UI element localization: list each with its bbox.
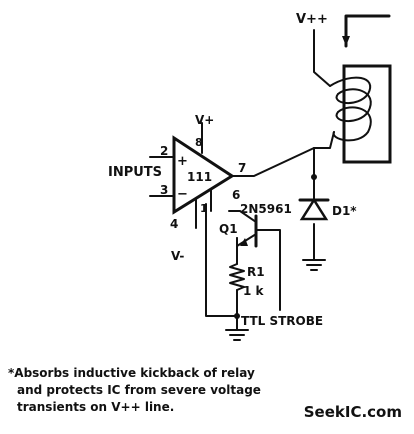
- relay-coil: [313, 29, 392, 164]
- vminus-label: V-: [171, 249, 184, 263]
- plus-sign: +: [177, 154, 188, 169]
- resistor-r1: [229, 263, 245, 291]
- diode-ref-label: D1*: [332, 204, 357, 218]
- watermark: SeekIC.com: [303, 403, 402, 421]
- ic-number-label: 111: [187, 170, 212, 184]
- footnote-line: and protects IC from severe voltage: [17, 383, 261, 397]
- pin-1-label: 1: [200, 202, 208, 215]
- pin-2-label: 2: [160, 144, 168, 158]
- pin-7-label: 7: [238, 161, 246, 175]
- transistor-ref-label: Q1: [219, 222, 238, 236]
- ttl-strobe-label: TTL STROBE: [241, 314, 323, 328]
- diode-d1: [298, 176, 330, 221]
- relay-contact: [342, 14, 391, 48]
- vplus-label: V+: [195, 113, 214, 127]
- transistor-part-label: 2N5961: [240, 202, 292, 216]
- footnote-line: *Absorbs inductive kickback of relay: [8, 366, 255, 380]
- pin-3-label: 3: [160, 183, 168, 197]
- vpp-label: V++: [296, 12, 328, 27]
- pin-6-label: 6: [232, 188, 240, 202]
- resistor-value-label: 1 k: [243, 284, 265, 298]
- ground-symbol: [225, 317, 249, 341]
- pin-4-label: 4: [170, 217, 178, 231]
- footnote: *Absorbs inductive kickback of relay and…: [8, 365, 261, 416]
- comparator-ic: [172, 135, 235, 215]
- node-dot: [234, 313, 240, 319]
- pin-8-label: 8: [195, 136, 203, 149]
- inputs-label: INPUTS: [108, 165, 162, 180]
- transistor-q1: [236, 214, 258, 248]
- circuit-wires: [149, 122, 315, 319]
- footnote-line: transients on V++ line.: [17, 400, 175, 414]
- minus-sign: −: [177, 187, 188, 202]
- ground-symbol: [302, 259, 326, 271]
- resistor-ref-label: R1: [247, 265, 265, 279]
